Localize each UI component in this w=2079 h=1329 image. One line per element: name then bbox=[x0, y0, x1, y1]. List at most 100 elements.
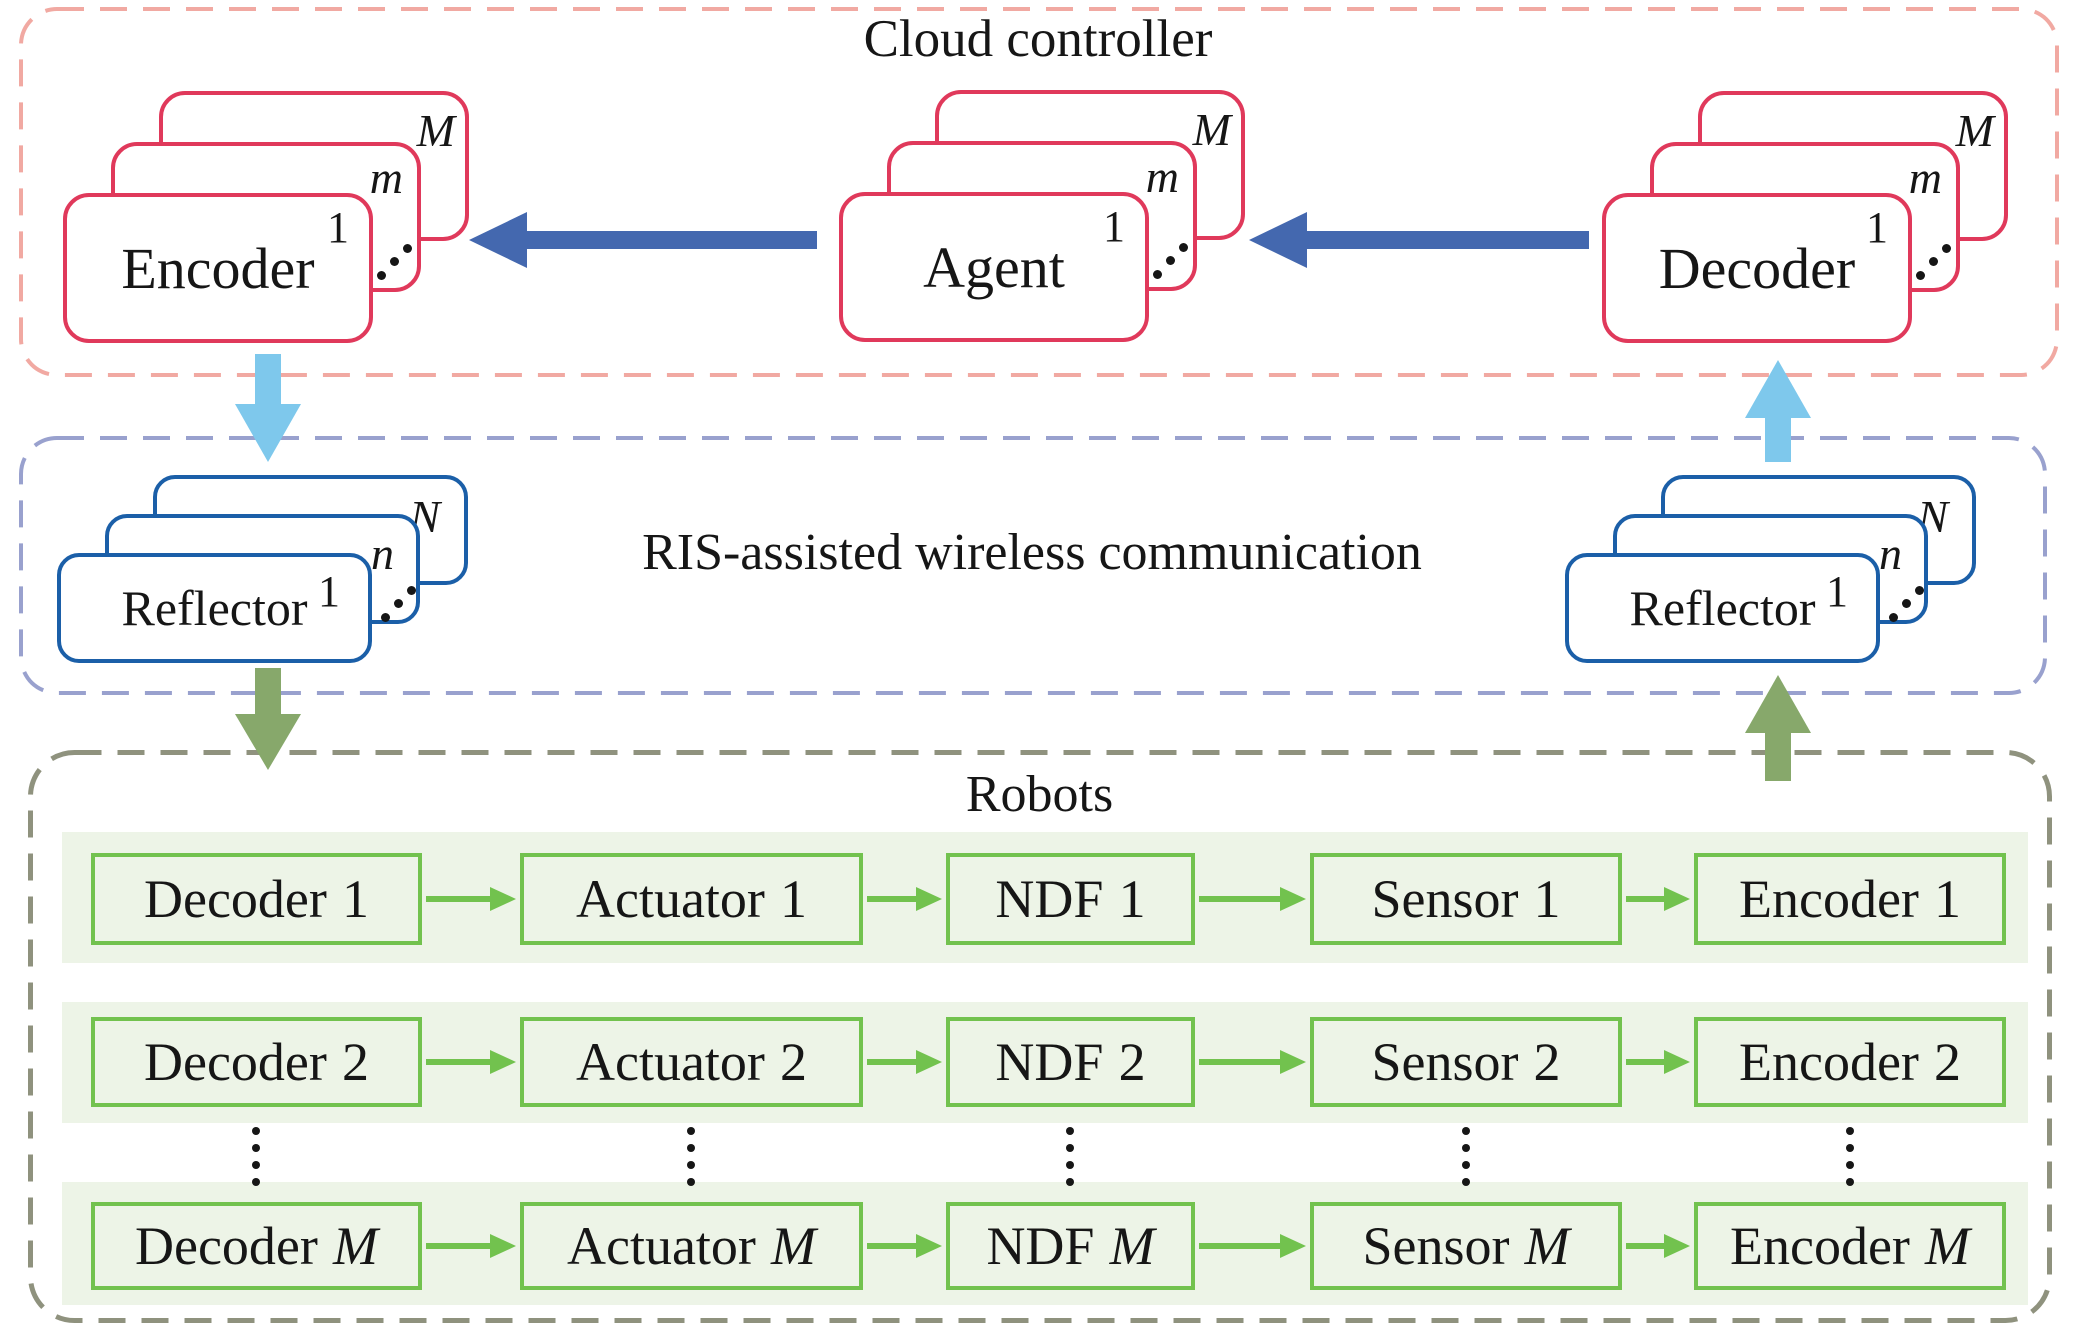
row-arrow-head bbox=[1280, 887, 1306, 911]
decoder-index-1: 1 bbox=[1866, 203, 1888, 252]
encoder-index-1: 1 bbox=[327, 203, 349, 252]
robots-title: Robots bbox=[965, 766, 1114, 823]
row-arrow-shaft bbox=[426, 896, 490, 902]
robots-box bbox=[28, 750, 2052, 1323]
row-arrow-head bbox=[1280, 1050, 1306, 1074]
arrow-robots-to-reflector-shaft bbox=[1765, 733, 1791, 781]
arrow-reflector-to-robots-head bbox=[235, 714, 301, 770]
decoder-index-M: M bbox=[1955, 105, 1994, 156]
reflector-right-label: Reflector bbox=[1629, 580, 1816, 636]
arrow-reflector-to-decoder-head bbox=[1745, 360, 1811, 418]
row-arrow-head bbox=[1280, 1234, 1306, 1258]
robot-box-label: Decoder bbox=[135, 1216, 318, 1276]
agent-label: Agent bbox=[923, 234, 1065, 300]
row-arrow-shaft bbox=[1199, 1059, 1280, 1065]
row-arrow-shaft bbox=[1199, 896, 1280, 902]
encoder-index-M: M bbox=[416, 105, 455, 156]
row-arrow-head bbox=[490, 1234, 516, 1258]
arrow-reflector-to-robots-shaft bbox=[255, 668, 281, 714]
agent-card-1: 1 Agent bbox=[839, 192, 1149, 342]
ris-box bbox=[19, 436, 2047, 695]
robot-box-label: Decoder bbox=[144, 869, 327, 929]
robot-box-label: Sensor bbox=[1371, 1032, 1519, 1092]
vertical-ellipsis-icon bbox=[1066, 1127, 1074, 1186]
cloud-controller-box bbox=[19, 7, 2059, 377]
robot-box-label: Actuator bbox=[575, 869, 765, 929]
reflector-left-index-n: n bbox=[371, 528, 394, 579]
agent-index-1: 1 bbox=[1103, 202, 1125, 251]
robot-box-index: 2 bbox=[1934, 1032, 1961, 1092]
robot-box-label: NDF bbox=[995, 1032, 1104, 1092]
arrow-decoder-to-agent-shaft bbox=[1307, 231, 1589, 249]
diagonal-ellipsis-icon bbox=[376, 244, 414, 282]
reflector-left-label: Reflector bbox=[121, 580, 308, 636]
reflector-left-card-1: 1 Reflector bbox=[57, 553, 372, 663]
robot-box-index: 2 bbox=[1118, 1032, 1146, 1092]
row-arrow-shaft bbox=[867, 1059, 916, 1065]
decoder-label: Decoder bbox=[1658, 235, 1856, 301]
robot-row-strip-2 bbox=[62, 1002, 2028, 1123]
vertical-ellipsis-icon bbox=[1846, 1127, 1854, 1186]
robot-box-index: M bbox=[1524, 1216, 1570, 1276]
robot-box-index: M bbox=[1925, 1216, 1970, 1276]
encoder-card-1: 1 Encoder bbox=[63, 193, 373, 343]
decoder-index-m: m bbox=[1908, 152, 1942, 203]
row-arrow-shaft bbox=[426, 1243, 490, 1249]
row-arrow-head bbox=[916, 1234, 942, 1258]
reflector-right-index-1: 1 bbox=[1826, 567, 1848, 616]
row-arrow-head bbox=[490, 1050, 516, 1074]
robot-box-index: 1 bbox=[342, 869, 369, 929]
robot-box-label: Encoder bbox=[1738, 869, 1919, 929]
arrow-reflector-to-decoder-shaft bbox=[1765, 418, 1791, 462]
robot-box-index: 1 bbox=[1934, 869, 1961, 929]
robot-box-label: Decoder bbox=[144, 1032, 327, 1092]
robot-box-label: Actuator bbox=[575, 1032, 765, 1092]
robot-box-index: 1 bbox=[1118, 869, 1146, 929]
row-arrow-head bbox=[1664, 887, 1690, 911]
robot-box-label: NDF bbox=[986, 1216, 1095, 1276]
diagonal-ellipsis-icon bbox=[1915, 244, 1953, 282]
robot-box-index: M bbox=[1109, 1216, 1155, 1276]
row-arrow-shaft bbox=[867, 896, 916, 902]
agent-index-M: M bbox=[1192, 104, 1231, 155]
diagonal-ellipsis-icon bbox=[1152, 243, 1190, 281]
arrow-agent-to-encoder-head bbox=[469, 212, 527, 268]
robot-box-index: 2 bbox=[342, 1032, 369, 1092]
arrow-agent-to-encoder-shaft bbox=[527, 231, 817, 249]
robot-box-label: Sensor bbox=[1362, 1216, 1510, 1276]
robot-box-index: M bbox=[333, 1216, 378, 1276]
row-arrow-shaft bbox=[1626, 896, 1664, 902]
row-arrow-shaft bbox=[1199, 1243, 1280, 1249]
vertical-ellipsis-icon bbox=[687, 1127, 695, 1186]
robot-box-index: 2 bbox=[1533, 1032, 1561, 1092]
row-arrow-head bbox=[1664, 1050, 1690, 1074]
encoder-label: Encoder bbox=[121, 235, 315, 301]
diagonal-ellipsis-icon bbox=[380, 586, 418, 624]
robot-box-label: Sensor bbox=[1371, 869, 1519, 929]
robot-box-index: 1 bbox=[1533, 869, 1561, 929]
robot-box-label: Encoder bbox=[1730, 1216, 1910, 1276]
diagonal-ellipsis-icon bbox=[1888, 586, 1926, 624]
robot-box-index: 1 bbox=[780, 869, 808, 929]
robot-box-label: Actuator bbox=[566, 1216, 756, 1276]
vertical-ellipsis-icon bbox=[1462, 1127, 1470, 1186]
row-arrow-head bbox=[490, 887, 516, 911]
reflector-right-index-n: n bbox=[1879, 528, 1902, 579]
arrow-encoder-to-reflector-head bbox=[235, 404, 301, 462]
robot-box-label: NDF bbox=[995, 869, 1104, 929]
